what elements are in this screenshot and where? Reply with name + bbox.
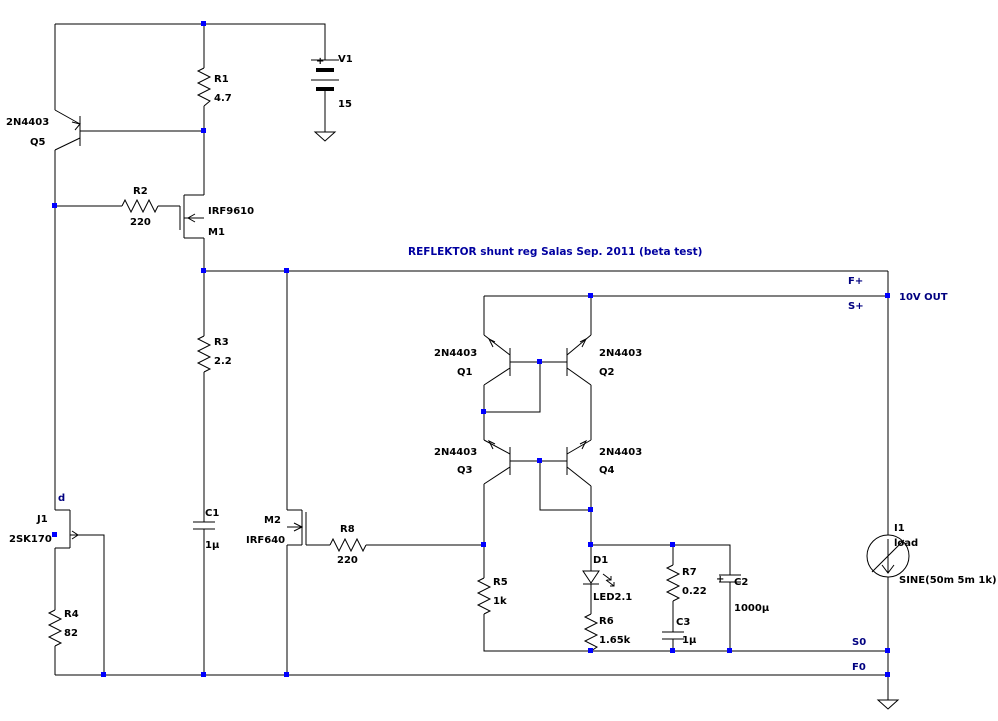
resistor-r4-symbol: [47, 609, 63, 647]
resistor-r5-symbol: [476, 577, 492, 615]
resistor-r3-symbol: [196, 335, 212, 373]
r7-name: R7: [682, 567, 697, 578]
q2-model: 2N4403: [599, 348, 642, 359]
r4-value: 82: [64, 628, 78, 639]
r8-value: 220: [337, 555, 358, 566]
r8-name: R8: [340, 524, 355, 535]
m2-name: M2: [264, 515, 281, 526]
current-source-i1-symbol: [866, 534, 910, 578]
i1-value: load: [894, 538, 918, 549]
c2-name: C2: [734, 577, 748, 588]
m2-model: IRF640: [246, 535, 285, 546]
i1-source: SINE(50m 5m 1k): [899, 575, 997, 586]
wires: [54, 23, 889, 700]
battery-v1-symbol: [311, 59, 339, 142]
r1-name: R1: [214, 74, 229, 85]
resistor-r1-symbol: [196, 67, 212, 107]
net-s0: S0: [852, 637, 866, 648]
j1-name: J1: [36, 514, 48, 525]
r4-name: R4: [64, 609, 79, 620]
r3-name: R3: [214, 337, 229, 348]
j1-pin-label: d: [58, 493, 65, 504]
r5-name: R5: [493, 577, 508, 588]
resistor-r6-symbol: [583, 613, 599, 652]
m1-name: M1: [208, 227, 225, 238]
resistor-r7-symbol: [665, 564, 681, 602]
c1-value: 1μ: [205, 540, 220, 551]
c3-value: 1μ: [682, 635, 697, 646]
q1-model: 2N4403: [434, 348, 477, 359]
transistor-q1-symbol: [483, 334, 540, 386]
resistor-r8-symbol: [329, 537, 367, 553]
junctions: [52, 21, 890, 677]
schematic-title: REFLEKTOR shunt reg Salas Sep. 2011 (bet…: [408, 246, 702, 258]
c1-name: C1: [205, 508, 219, 519]
q3-model: 2N4403: [434, 447, 477, 458]
mosfet-m2-symbol: [287, 509, 307, 546]
transistor-q4-symbol: [540, 439, 592, 487]
r2-name: R2: [133, 186, 148, 197]
transistor-q3-symbol: [483, 439, 540, 485]
q4-model: 2N4403: [599, 447, 642, 458]
led-d1-symbol: [582, 568, 615, 587]
q5-model: 2N4403: [6, 117, 49, 128]
v1-value: 15: [338, 99, 352, 110]
r2-value: 220: [130, 217, 151, 228]
r5-value: 1k: [493, 596, 507, 607]
net-out: 10V OUT: [899, 292, 948, 303]
j1-model: 2SK170: [9, 534, 52, 545]
transistor-q2-symbol: [540, 334, 592, 386]
c2-value: 1000μ: [734, 603, 770, 614]
r7-value: 0.22: [682, 586, 707, 597]
net-f0: F0: [852, 662, 866, 673]
m1-model: IRF9610: [208, 206, 254, 217]
d1-value: LED2.1: [593, 592, 632, 603]
transistor-q5-symbol: [54, 109, 81, 151]
net-f-plus: F+: [848, 276, 863, 287]
r3-value: 2.2: [214, 356, 232, 367]
d1-name: D1: [593, 555, 608, 566]
capacitor-c1-symbol: [193, 515, 215, 530]
i1-name: I1: [894, 523, 905, 534]
q3-name: Q3: [457, 465, 473, 476]
q4-name: Q4: [599, 465, 615, 476]
q2-name: Q2: [599, 367, 615, 378]
v1-plus-sign: +: [316, 56, 324, 67]
r6-value: 1.65k: [599, 635, 631, 646]
q5-name: Q5: [30, 137, 46, 148]
resistor-r2-symbol: [121, 198, 159, 214]
capacitor-c3-symbol: [662, 631, 684, 640]
capacitor-c2-symbol: [719, 574, 741, 583]
v1-name: V1: [338, 54, 353, 65]
mosfet-m1-symbol: [179, 194, 204, 239]
c2-plus-sign: +: [716, 574, 724, 585]
r1-value: 4.7: [214, 93, 232, 104]
r6-name: R6: [599, 616, 614, 627]
net-s-plus: S+: [848, 301, 864, 312]
ground-symbol: [876, 699, 900, 710]
q1-name: Q1: [457, 367, 473, 378]
jfet-j1-symbol: [55, 509, 79, 549]
c3-name: C3: [676, 617, 690, 628]
